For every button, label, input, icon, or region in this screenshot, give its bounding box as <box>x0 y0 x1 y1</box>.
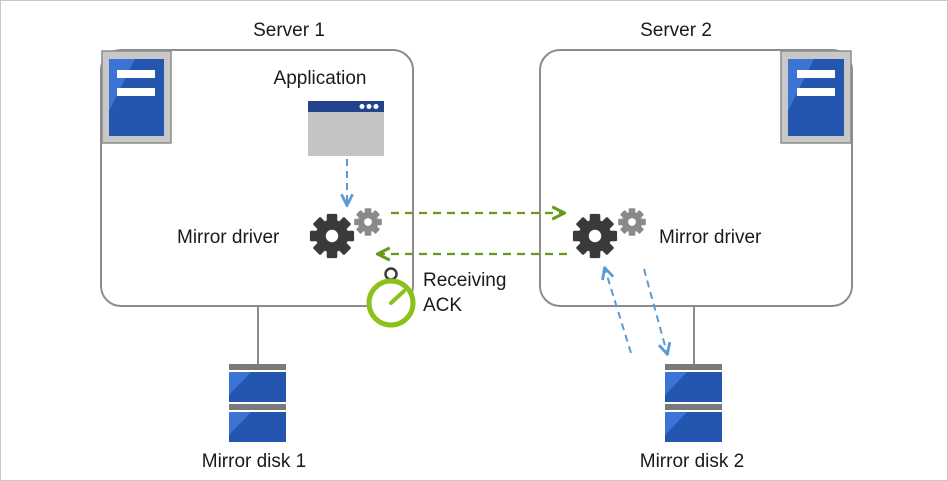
server-2-driver-label: Mirror driver <box>659 227 762 248</box>
application-label: Application <box>273 68 367 89</box>
server-1-title: Server 1 <box>253 20 325 41</box>
server-2-box <box>539 49 853 307</box>
gear-icon <box>572 213 618 259</box>
server-1-driver-label: Mirror driver <box>177 227 280 248</box>
server-2-title: Server 2 <box>640 20 712 41</box>
ack-label-line1: Receiving <box>423 270 507 291</box>
gear-icon <box>354 208 382 236</box>
server-icon <box>101 50 172 144</box>
driver-to-disk-arrow <box>643 268 667 353</box>
application-window-icon <box>308 101 384 156</box>
gear-icon <box>618 208 646 236</box>
disk-1-label: Mirror disk 1 <box>201 451 307 472</box>
disk-to-driver-arrow <box>605 269 632 354</box>
stopwatch-icon <box>366 267 416 328</box>
gear-icon <box>309 213 355 259</box>
disk-icon <box>229 364 286 442</box>
disk-icon <box>665 364 722 442</box>
disk-2-label: Mirror disk 2 <box>639 451 745 472</box>
ack-label-line2: ACK <box>423 295 463 316</box>
server-icon <box>780 50 852 144</box>
